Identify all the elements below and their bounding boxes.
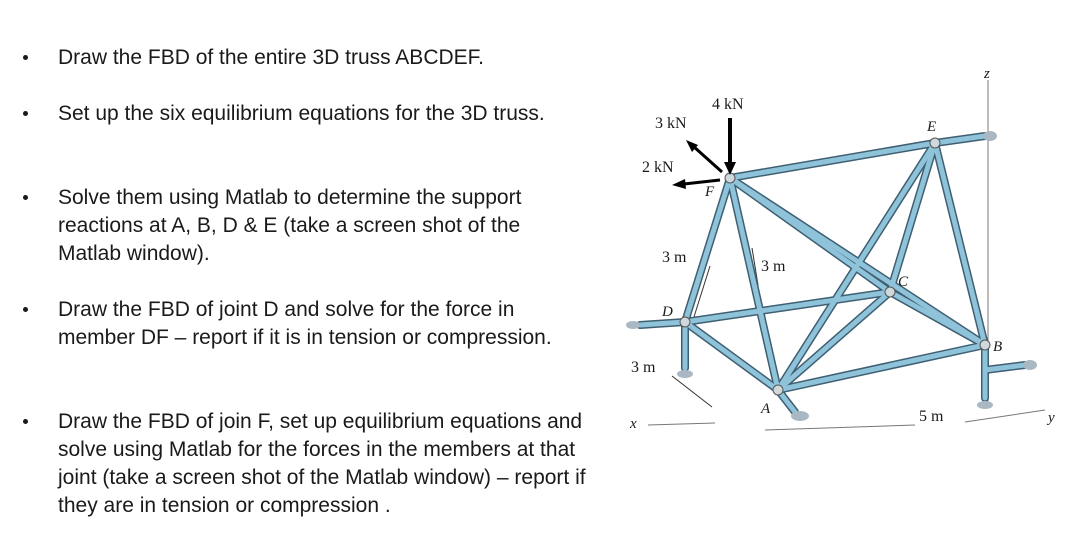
support-d-side [626, 321, 640, 329]
members-fill [637, 133, 1028, 415]
joint-e-pin [929, 137, 941, 149]
bullet-text: Draw the FBD of the entire 3D truss ABCD… [58, 46, 484, 69]
joint-b-pin [979, 339, 991, 351]
joint-d-pin [679, 316, 691, 328]
dim-3m-bottom-label: 3 m [631, 359, 656, 376]
bullet-text: Solve them using Matlab to determine the… [58, 186, 522, 265]
dim-3m-mid-label: 3 m [761, 258, 786, 275]
supports [626, 131, 1037, 421]
joint-c-label: C [898, 274, 909, 290]
load-4kn-label: 4 kN [712, 96, 744, 113]
truss-figure: 4 kN 3 kN 2 kN 3 m 3 m 3 m 5 m A B C D E… [600, 60, 1092, 460]
load-2kn-label: 2 kN [642, 159, 674, 176]
bullet-dot [23, 307, 28, 312]
bullet-text: Draw the FBD of join F, set up equilibri… [58, 410, 586, 517]
joint-a-label: A [760, 401, 771, 417]
load-4kn-arrowhead [724, 162, 736, 175]
support-b-side [1023, 360, 1037, 370]
truss-diagram: 4 kN 3 kN 2 kN 3 m 3 m 3 m 5 m A B C D E… [626, 66, 1055, 432]
load-3kn-label: 3 kN [655, 115, 687, 132]
joint-a-pin [772, 384, 784, 396]
load-2kn-arrowhead [672, 179, 686, 189]
joint-e-label: E [926, 119, 936, 135]
support-b-base [977, 401, 993, 409]
bullet-list: Draw the FBD of the entire 3D truss ABCD… [23, 46, 586, 517]
joint-c-pin [884, 286, 896, 298]
y-axis [964, 409, 1046, 423]
bullet-dot [23, 419, 28, 424]
support-e [983, 131, 997, 141]
dim-3m-left-label: 3 m [662, 249, 687, 266]
dimension-line [692, 265, 711, 321]
load-3kn-arrowhead [686, 140, 698, 152]
load-3kn-arrow [691, 144, 724, 174]
x-axis [764, 424, 916, 431]
load-2kn-arrow [683, 178, 721, 186]
dimension-line [671, 375, 713, 408]
support-a [791, 411, 809, 421]
dim-5m-label: 5 m [919, 408, 944, 425]
axis-y-label: y [1046, 410, 1055, 426]
axis-x-label: x [629, 416, 637, 432]
bullet-text: Draw the FBD of joint D and solve for th… [58, 298, 552, 349]
x-axis [647, 422, 716, 426]
bullet-dot [23, 195, 28, 200]
joint-b-label: B [993, 339, 1002, 355]
bullet-dot [23, 111, 28, 116]
joint-f-label: F [704, 184, 715, 200]
bullet-dot [23, 55, 28, 60]
joint-d-label: D [661, 304, 673, 320]
axis-z-label: z [983, 66, 990, 82]
joints [679, 137, 991, 396]
support-d-base [677, 370, 693, 378]
bullet-text: Set up the six equilibrium equations for… [58, 102, 545, 125]
dimension-line [751, 247, 759, 286]
